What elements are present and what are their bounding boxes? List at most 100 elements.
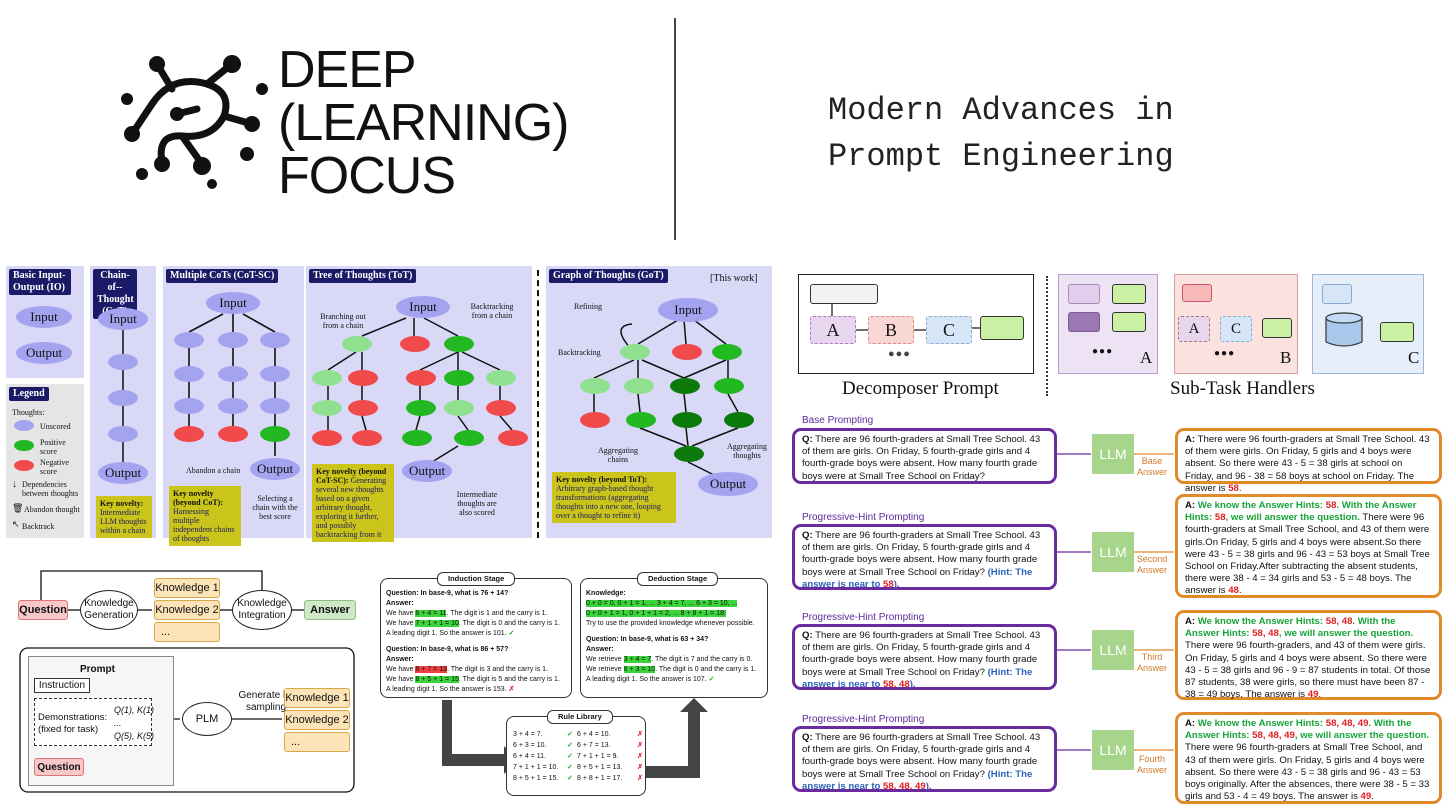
rule-text: 6 + 4 = 10. — [577, 731, 611, 738]
rule-text: 7 + 1 + 1 = 10. — [513, 764, 559, 771]
second-answer-label: Second Answer — [1136, 554, 1168, 575]
hint-values: 58, 48 — [1325, 616, 1353, 627]
answer-text: There were 96 fourth-graders, and 43 of … — [1185, 640, 1431, 701]
io-input-node: Input — [16, 306, 72, 328]
cotsc-thought — [174, 366, 204, 382]
tot-thought — [312, 370, 342, 386]
llm-box-3: LLM — [1092, 630, 1134, 670]
hint-values: 58, 48 — [883, 678, 910, 690]
tot-negative-thought — [312, 430, 342, 446]
induction-stage-box: Induction Stage Question: In base-9, wha… — [380, 572, 572, 698]
legend-negative-node — [14, 460, 34, 471]
legend-unscored-label: Unscored — [40, 422, 71, 431]
tot-positive-thought — [402, 430, 432, 446]
got-thought — [620, 344, 650, 360]
text: A leading digit 1. So the answer is 153. — [386, 686, 507, 693]
cotsc-thought — [260, 398, 290, 414]
decomposer-arrows — [831, 304, 980, 331]
hint-values: 58, 48, 49 — [1252, 730, 1295, 742]
text: . The digit is 7 and the carry is 0. — [651, 656, 753, 663]
title-line-1: Modern Advances in — [828, 92, 1174, 129]
demonstrations-fixed: (fixed for task) — [38, 724, 99, 735]
rule-text: 6 + 3 = 10. — [513, 742, 547, 749]
final-answer: 49 — [1307, 689, 1319, 701]
legend-dependencies-label: Dependencies between thoughts — [22, 480, 79, 498]
cotsc-thought — [218, 332, 248, 348]
got-separator — [537, 270, 539, 538]
cotsc-thought — [260, 332, 290, 348]
will-answer: , we will answer the question. — [1294, 730, 1430, 742]
deduction-try: Try to use the provided knowledge whenev… — [586, 620, 755, 627]
legend-unscored-node — [14, 420, 34, 431]
knowledge-generation-node: Knowledge Generation — [80, 590, 138, 630]
rule-text: 6 + 7 = 13. — [577, 742, 611, 749]
tot-title: Tree of Thoughts (ToT) — [309, 269, 417, 283]
got-negative-thought — [672, 344, 702, 360]
tot-thought — [486, 370, 516, 386]
answer-text: There were 96 fourth-graders at Small Tr… — [1185, 512, 1430, 597]
rule-row: 6 + 4 = 11.✓ — [513, 751, 573, 762]
brand-line-3: FOCUS — [278, 147, 456, 205]
io-output-node: Output — [16, 342, 72, 364]
cot-arrows — [122, 330, 124, 462]
header-divider — [674, 18, 676, 240]
cotsc-thought — [260, 366, 290, 382]
cross-icon: ✗ — [637, 742, 643, 749]
got-positive-thought — [626, 412, 656, 428]
checkmark-icon: ✓ — [567, 753, 573, 760]
deduction-line1: We retrieve 3 + 4 = 7. The digit is 7 an… — [586, 655, 762, 665]
decomposer-caption: Decomposer Prompt — [842, 378, 999, 399]
cross-icon: ✗ — [508, 686, 515, 693]
answer-label: Answer: — [586, 646, 614, 653]
rule-row: 8 + 5 + 1 = 13.✗ — [577, 762, 643, 773]
q-prefix: Q: — [802, 732, 813, 743]
hint-prefix: (Hint: The answer is near to — [802, 566, 1033, 590]
deduction-stage-box: Deduction Stage Knowledge: 0 + 0 = 0, 0 … — [580, 572, 768, 698]
tot-negative-thought — [348, 400, 378, 416]
handler-a-input-2 — [1068, 312, 1100, 332]
demonstrations-label: Demonstrations: (fixed for task) — [38, 712, 107, 736]
got-positive-thought — [712, 344, 742, 360]
will-answer: , we will answer the question. — [1278, 628, 1414, 640]
hint-prefix: (Hint: The answer is near to — [802, 666, 1033, 690]
induction-deduction-figure: Induction Stage Question: In base-9, wha… — [378, 572, 770, 800]
rule-text: 8 + 5 + 1 = 15. — [513, 775, 559, 782]
tot-positive-thought — [406, 400, 436, 416]
tot-thought — [312, 400, 342, 416]
hint-suffix: ). — [893, 578, 900, 590]
deduction-line3: A leading digit 1. So the answer is 107.… — [586, 675, 762, 685]
rule-library-box: Rule Library 3 + 4 = 7.✓6 + 3 = 10.✓6 + … — [506, 710, 646, 796]
rule-highlight: 8 + 5 + 1 = 15 — [415, 676, 459, 683]
rules-right-column: 6 + 4 = 10.✗6 + 7 = 13.✗7 + 1 + 1 = 9.✗8… — [577, 729, 643, 784]
tot-output-node: Output — [402, 460, 452, 482]
rules-left-column: 3 + 4 = 7.✓6 + 3 = 10.✓6 + 4 = 11.✓7 + 1… — [513, 729, 573, 784]
sampled-knowledge-more-box: ... — [284, 732, 350, 752]
rule-highlight: 6 + 3 = 10 — [623, 666, 656, 673]
knowledge-1-box: Knowledge 1 — [154, 578, 220, 598]
a-prefix: A: — [1185, 500, 1196, 511]
tot-novelty-box: Key novelty (beyond CoT-SC): Generating … — [312, 464, 394, 542]
fourth-answer-label: Fourth Answer — [1136, 754, 1167, 775]
period: . — [1238, 585, 1242, 597]
deduction-knowledge-2: 0 + 0 + 1 = 1, 0 + 1 + 1 = 2, ... 8 + 8 … — [586, 609, 762, 619]
q-prefix: Q: — [802, 630, 813, 641]
got-novelty-text: Arbitrary graph-based thought transforma… — [556, 484, 661, 520]
legend-negative-label: Negative score — [40, 458, 69, 476]
backtrack-arrow-icon: ↖ — [12, 519, 20, 529]
demo-pair-last: Q(5), K(5) — [114, 731, 155, 741]
cot-novelty-text: Intermediate LLM thoughts within a chain — [100, 508, 147, 535]
deduction-knowledge-label: Knowledge: — [586, 589, 762, 599]
knowledge-label: Knowledge: — [586, 590, 626, 597]
tot-novelty-text: Generating several new thoughts based on… — [316, 476, 387, 539]
got-aggregating-chains-label: Aggregating chains — [598, 446, 638, 464]
progressive-hint-label-3: Progressive-Hint Prompting — [802, 714, 925, 725]
cotsc-novelty-text: Harnessing multiple independent chains o… — [173, 507, 235, 543]
got-backtracking-label: Backtracking — [558, 348, 601, 357]
base-answer-label: Base Answer — [1136, 456, 1167, 477]
decomposer-input-box — [810, 284, 878, 304]
llm-box-1: LLM — [1092, 434, 1134, 474]
deduction-question: Question: In base-9, what is 63 + 34? — [586, 635, 762, 645]
rule-text: 8 + 8 + 1 = 17. — [577, 775, 623, 782]
cross-icon: ✗ — [637, 731, 643, 738]
knowledge-generation-figure: Question Knowledge Generation Knowledge … — [14, 564, 360, 796]
